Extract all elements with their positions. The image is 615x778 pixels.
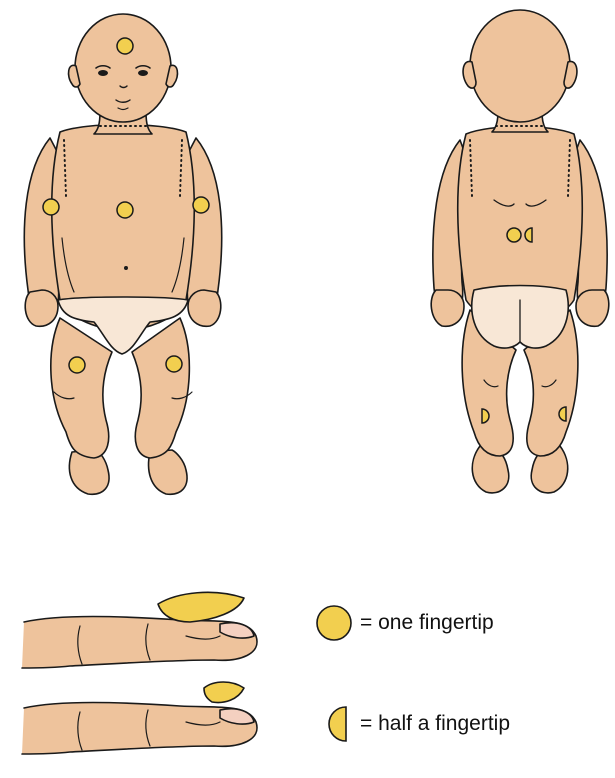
marker-left-thigh-full bbox=[69, 357, 85, 373]
marker-lower-back-full bbox=[507, 228, 521, 242]
half-circle-icon bbox=[329, 707, 346, 741]
marker-chest-full bbox=[117, 202, 133, 218]
marker-right-calf-half bbox=[559, 407, 566, 421]
marker-forehead-full bbox=[117, 38, 133, 54]
full-circle-icon bbox=[317, 606, 351, 640]
legend-label-one-fingertip: = one fingertip bbox=[360, 611, 494, 635]
finger-half-illustration bbox=[22, 682, 257, 754]
finger-full-illustration bbox=[22, 592, 257, 668]
marker-left-upper-arm-full bbox=[43, 199, 59, 215]
baby-back-figure bbox=[431, 10, 609, 493]
marker-right-upper-arm-full bbox=[193, 197, 209, 213]
baby-front-figure bbox=[24, 14, 221, 494]
marker-lower-back-half bbox=[525, 228, 532, 242]
marker-left-calf-half bbox=[482, 409, 489, 423]
marker-right-thigh-full bbox=[166, 356, 182, 372]
legend bbox=[317, 606, 351, 741]
legend-label-half-fingertip: = half a fingertip bbox=[360, 712, 510, 736]
